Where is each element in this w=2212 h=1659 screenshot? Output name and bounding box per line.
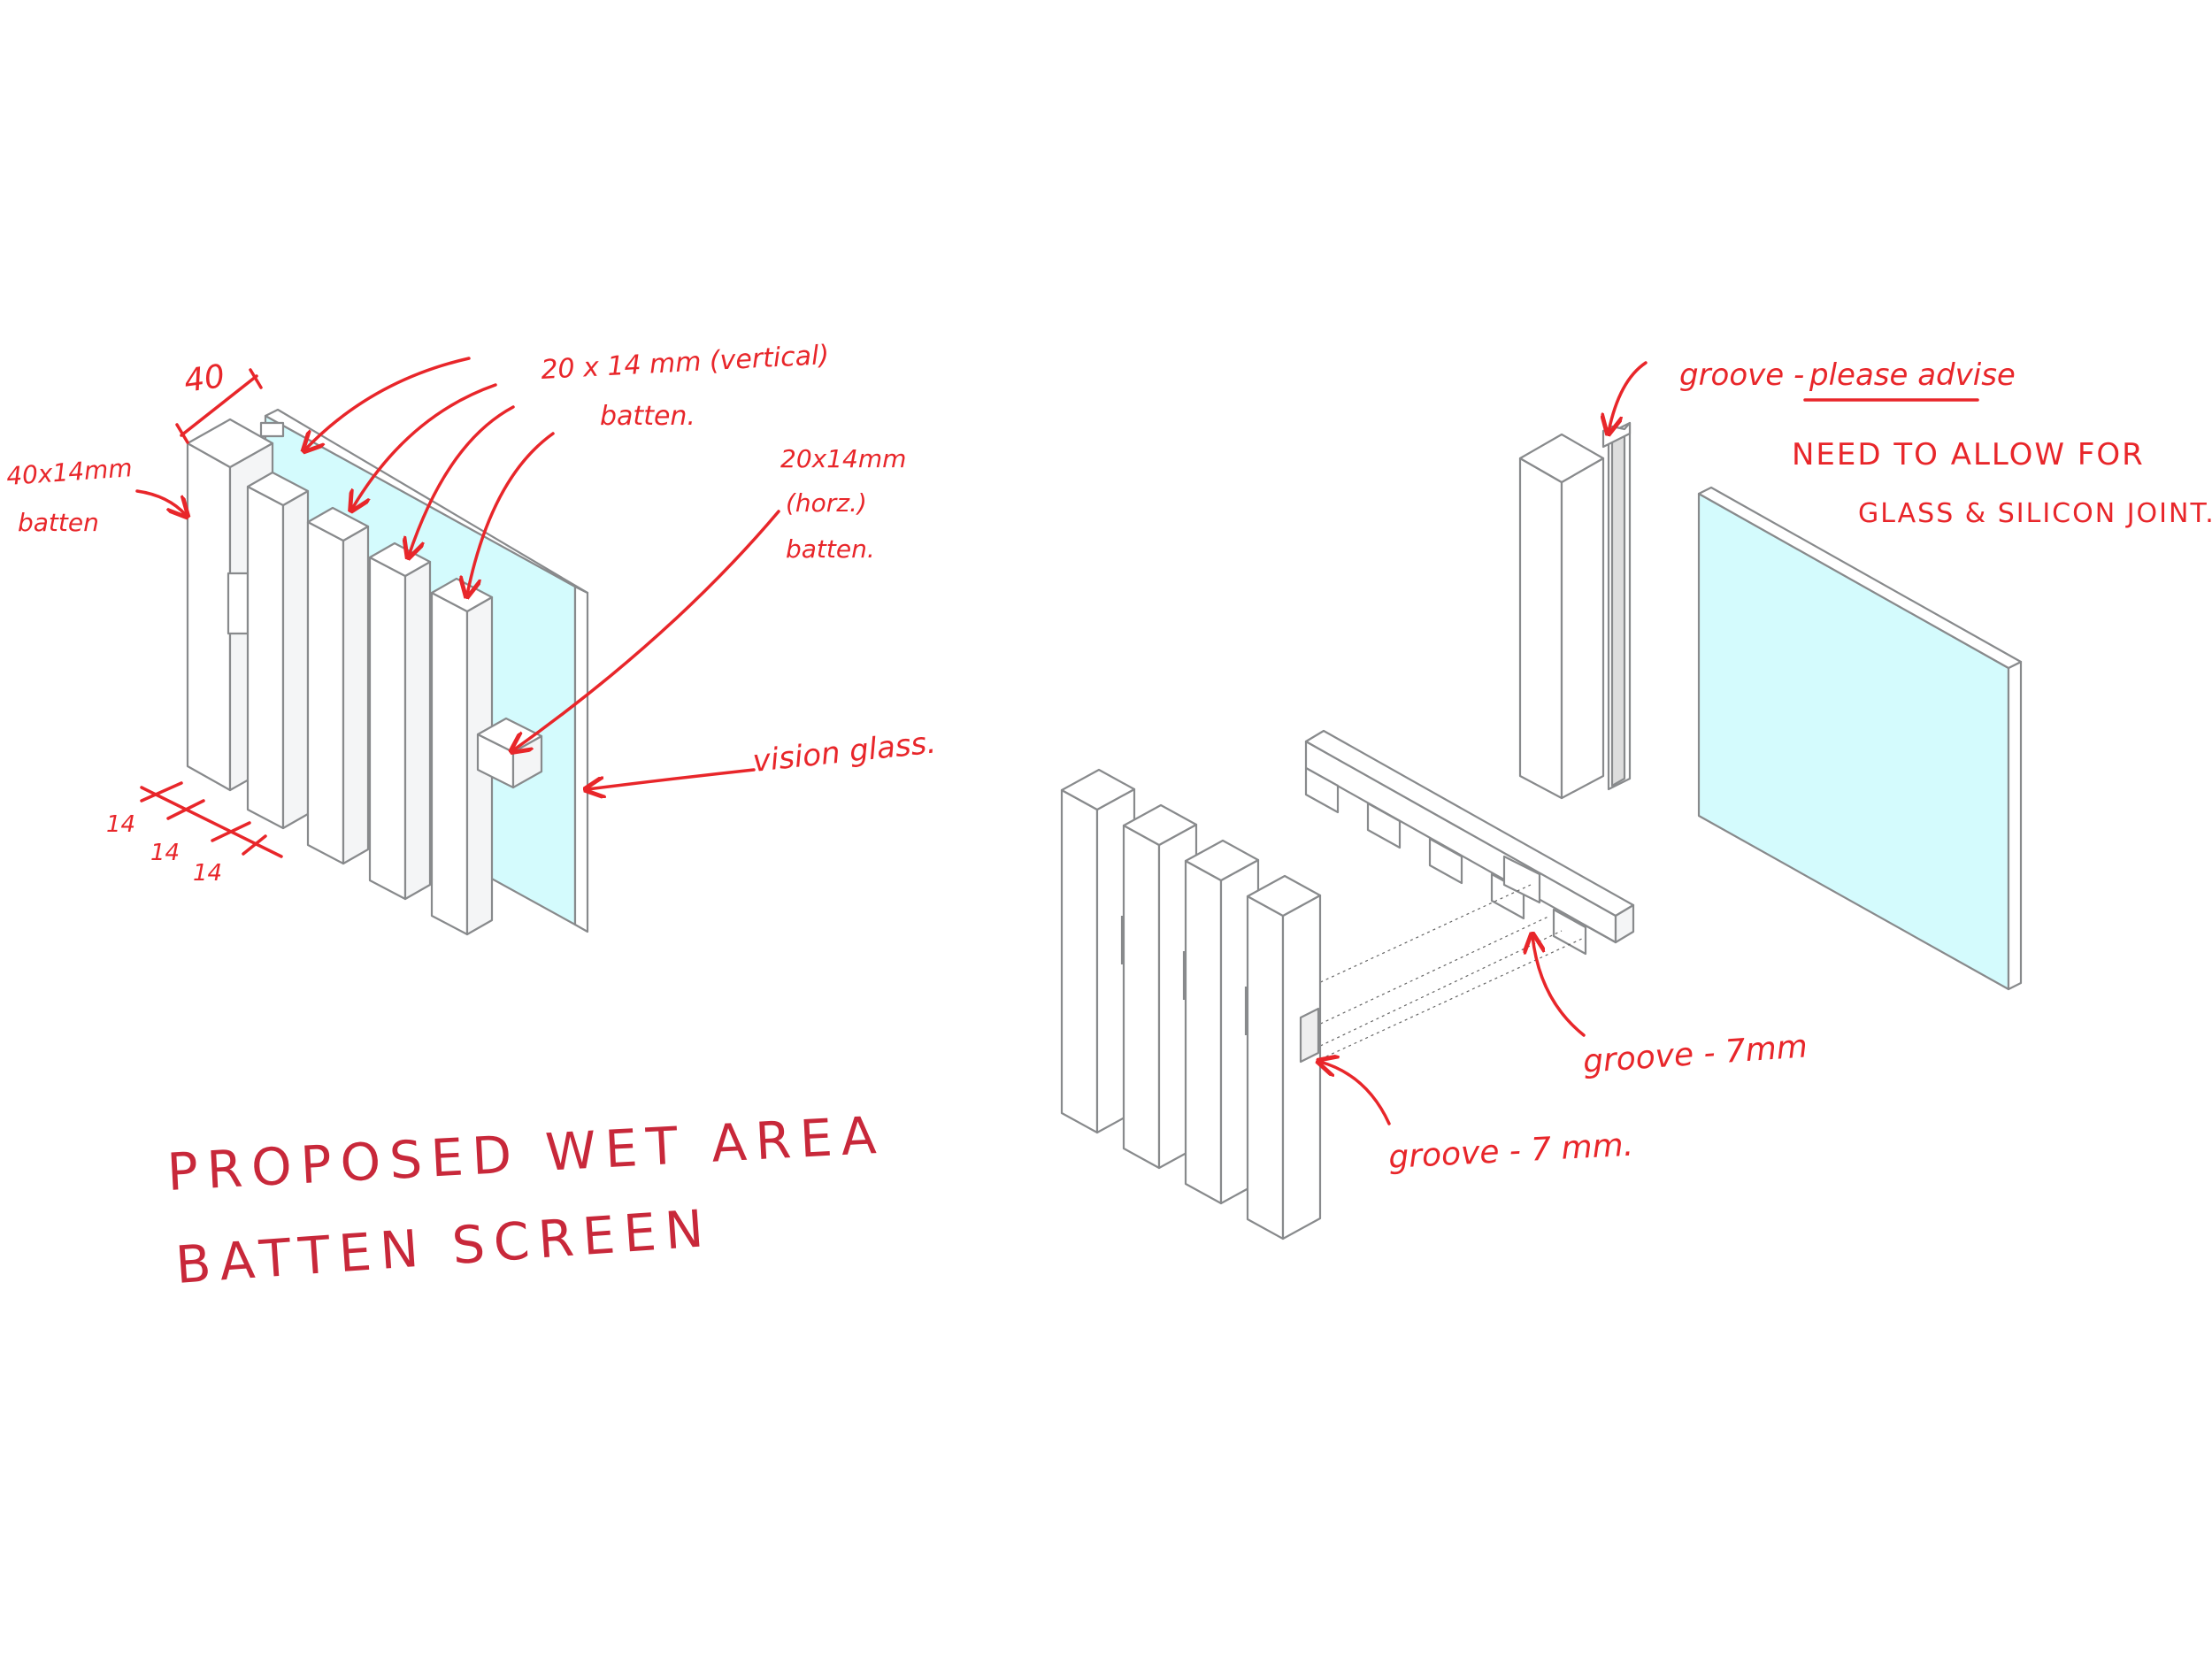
groove-guide-lines: [1314, 884, 1585, 1063]
label-groove-7mm-left: groove - 7 mm.: [1387, 1127, 1634, 1176]
label-need-allow-a: NEED TO ALLOW FOR: [1792, 437, 2145, 472]
vertical-batten-2: [306, 506, 370, 865]
label-vision-glass: vision glass.: [751, 725, 938, 780]
label-groove-advise-b: please advise: [1809, 357, 2016, 393]
title-line-1: PROPOSED WET AREA: [165, 1105, 887, 1202]
label-vertical-b: batten.: [600, 401, 695, 432]
label-groove-7mm-right: groove - 7mm: [1582, 1028, 1809, 1080]
label-40x14-b: batten: [18, 508, 99, 537]
title-line-2: BATTEN SCREEN: [173, 1198, 714, 1295]
vertical-batten-3: [368, 541, 432, 901]
exploded-vertical-batten-4: [1246, 874, 1322, 1240]
label-40x14-a: 40x14mm: [5, 453, 133, 491]
label-horizontal-c: batten.: [786, 534, 875, 564]
label-dim-14-c: 14: [193, 860, 222, 887]
label-dim-14-a: 14: [106, 811, 135, 838]
notched-horizontal-batten: [1304, 729, 1635, 956]
label-need-allow-b: GLASS & SILICON JOINT.: [1858, 498, 2212, 529]
label-horizontal-a: 20x14mm: [780, 444, 906, 473]
label-groove-advise-a: groove -: [1679, 357, 1804, 393]
annotation-strokes: [135, 357, 1979, 1125]
label-vertical-a: 20 x 14 mm (vertical): [541, 340, 830, 386]
label-dim-14-b: 14: [150, 840, 180, 866]
exploded-view: [1060, 421, 2023, 1240]
glass-panel-exploded: [1697, 486, 2023, 991]
label-dim-40: 40: [182, 358, 227, 400]
assembled-view: [186, 408, 589, 936]
vertical-batten-1: [246, 471, 310, 830]
label-horizontal-b: (horz.): [786, 488, 867, 518]
grooved-wide-batten: [1518, 421, 1632, 800]
